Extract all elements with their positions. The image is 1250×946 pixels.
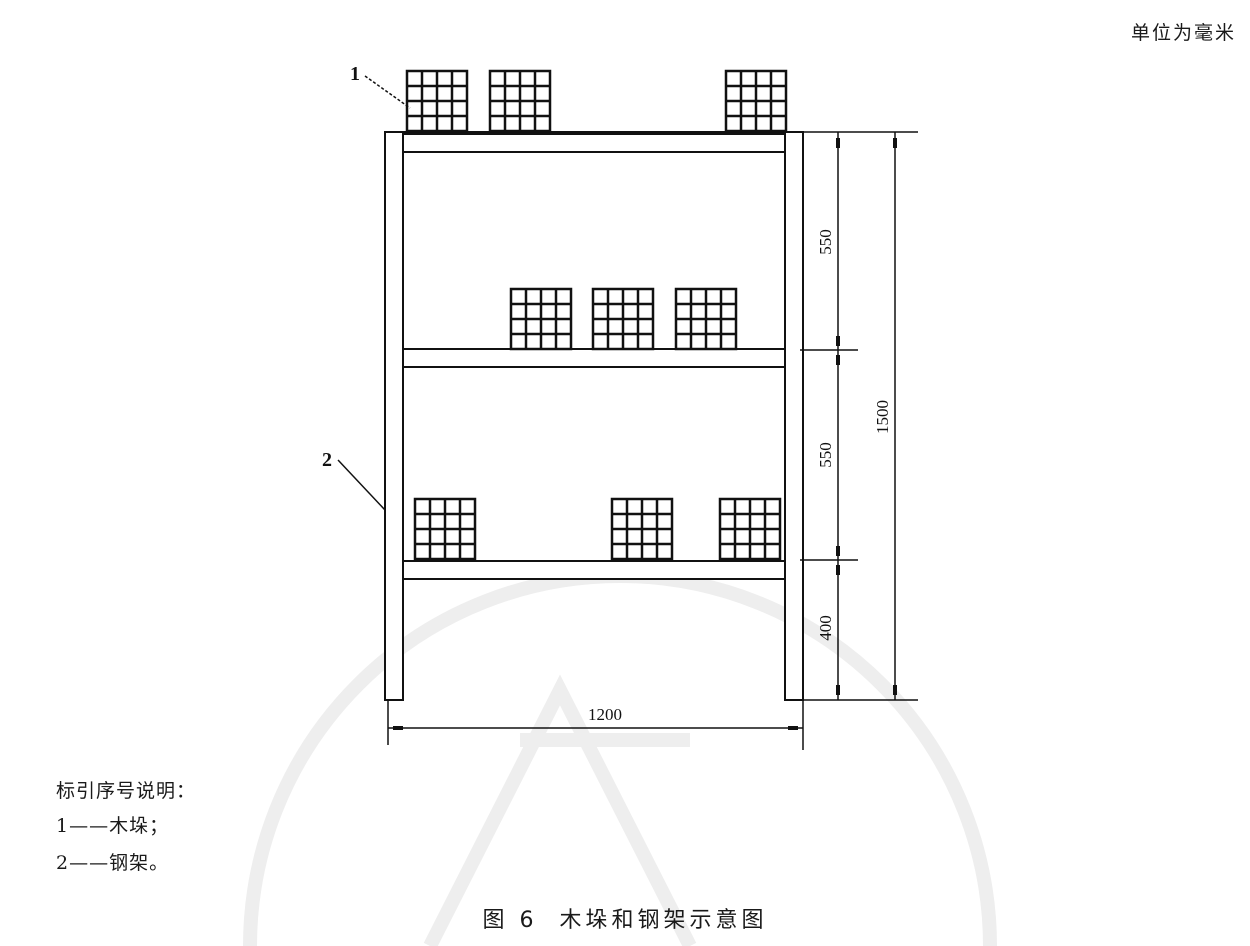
wood-crib: [509, 287, 573, 351]
legend-item-1: 1——木垛；: [56, 811, 169, 838]
wood-crib: [724, 69, 788, 133]
right-post: [784, 131, 804, 701]
legend-title: 标引序号说明：: [56, 780, 197, 802]
legend-item-dash: ——: [69, 852, 110, 874]
wood-crib: [591, 287, 655, 351]
wood-crib: [610, 497, 674, 561]
wood-cribs: [405, 69, 788, 561]
unit-note: 单位为毫米: [1130, 22, 1236, 44]
shelf-middle: [402, 348, 786, 368]
figure-title: 木垛和钢架示意图: [559, 908, 768, 933]
wood-crib: [405, 69, 469, 133]
leader-label-2: 2: [322, 449, 332, 471]
shelf-bottom: [402, 560, 786, 580]
dimension-lines: [387, 131, 918, 750]
leader-2: [337, 459, 386, 511]
dimension-ticks: [393, 138, 897, 730]
watermark: [243, 569, 997, 946]
legend-item-num: 2: [56, 852, 70, 874]
figure-caption: 图 6 木垛和钢架示意图: [0, 902, 1250, 934]
legend-item-dash: ——: [69, 815, 110, 837]
dim-text-total: 1500: [873, 400, 892, 434]
legend-item-num: 1: [56, 815, 70, 837]
legend-item-2: 2——钢架。: [56, 848, 169, 875]
legend-item-text: 木垛；: [109, 815, 170, 837]
dim-text-top: 550: [816, 229, 835, 255]
figure-number: 图 6: [482, 908, 538, 933]
legend-item-text: 钢架。: [109, 852, 170, 874]
leader-1: [364, 75, 411, 109]
shelf-top: [402, 133, 786, 153]
dim-text-width: 1200: [588, 705, 622, 724]
steel-frame: [384, 131, 804, 701]
wood-crib: [488, 69, 552, 133]
dim-text-bottom: 400: [816, 615, 835, 641]
dim-text-middle: 550: [816, 442, 835, 468]
wood-crib: [413, 497, 477, 561]
wood-crib: [718, 497, 782, 561]
wood-crib: [674, 287, 738, 351]
left-post: [384, 131, 404, 701]
leader-lines: [337, 75, 411, 511]
leader-label-1: 1: [350, 63, 360, 85]
